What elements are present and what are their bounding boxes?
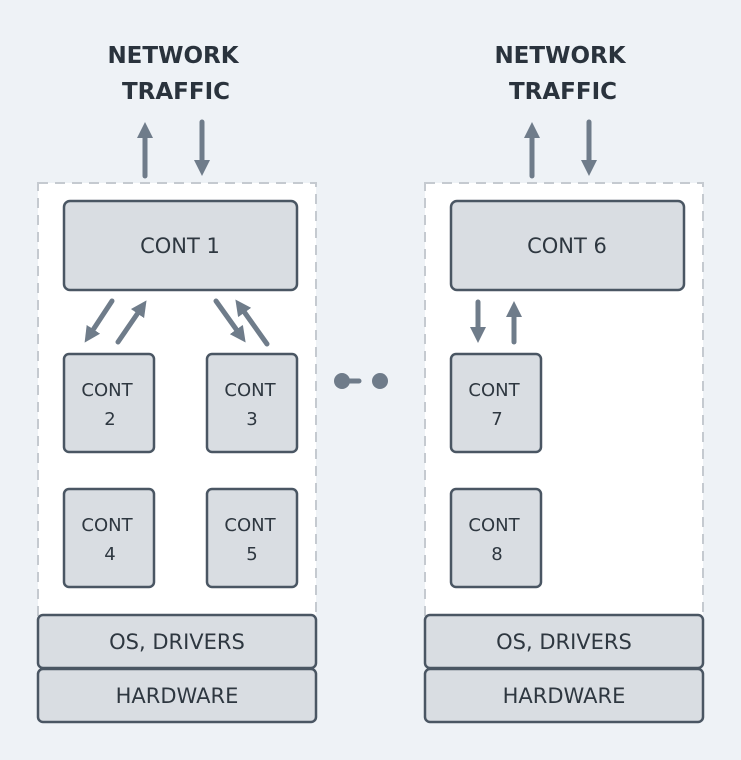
link-icon	[334, 373, 388, 389]
host-1-primary-container[interactable]: CONT 1	[62, 199, 299, 292]
host-1-title-line1: NETWORK	[107, 43, 239, 69]
container-3[interactable]: CONT 3	[205, 352, 299, 454]
container-label: CONT	[224, 515, 276, 536]
primary-container-label: CONT 6	[527, 234, 607, 258]
arrow-cont1-to-cont3	[213, 298, 246, 343]
primary-container-label: CONT 1	[140, 234, 220, 258]
container-8[interactable]: CONT 8	[449, 487, 543, 589]
container-number: 7	[491, 409, 502, 430]
hardware-label: HARDWARE	[503, 684, 626, 708]
hardware-label: HARDWARE	[116, 684, 239, 708]
arrow-cont2-to-cont1	[115, 300, 147, 345]
container-label: CONT	[81, 380, 133, 401]
host-1-os-layer: OS, DRIVERS	[36, 613, 318, 670]
container-4[interactable]: CONT 4	[62, 487, 156, 589]
container-number: 3	[246, 409, 257, 430]
container-label: CONT	[224, 380, 276, 401]
container-number: 2	[104, 409, 115, 430]
host-1-hardware-layer: HARDWARE	[36, 667, 318, 724]
host-2-title-line1: NETWORK	[494, 43, 626, 69]
os-label: OS, DRIVERS	[496, 630, 632, 654]
container-number: 4	[104, 544, 115, 565]
container-label: CONT	[81, 515, 133, 536]
os-label: OS, DRIVERS	[109, 630, 245, 654]
host-2-title-line2: TRAFFIC	[509, 79, 617, 105]
container-number: 8	[491, 544, 502, 565]
container-label: CONT	[468, 515, 520, 536]
arrow-cont1-to-cont2	[84, 298, 115, 343]
container-5[interactable]: CONT 5	[205, 487, 299, 589]
host-2-hardware-layer: HARDWARE	[423, 667, 705, 724]
host-2-os-layer: OS, DRIVERS	[423, 613, 705, 670]
host-1: NETWORK TRAFFIC CONT 1 CONT 2 CONT 3 CON…	[36, 43, 318, 724]
container-number: 5	[246, 544, 257, 565]
container-7[interactable]: CONT 7	[449, 352, 543, 454]
host-1-title-line2: TRAFFIC	[122, 79, 230, 105]
host-2-primary-container[interactable]: CONT 6	[449, 199, 686, 292]
host-2: NETWORK TRAFFIC CONT 6 CONT 7 CONT 8 OS,…	[423, 43, 705, 724]
arrow-cont3-to-cont1	[235, 299, 270, 347]
container-2[interactable]: CONT 2	[62, 352, 156, 454]
container-label: CONT	[468, 380, 520, 401]
